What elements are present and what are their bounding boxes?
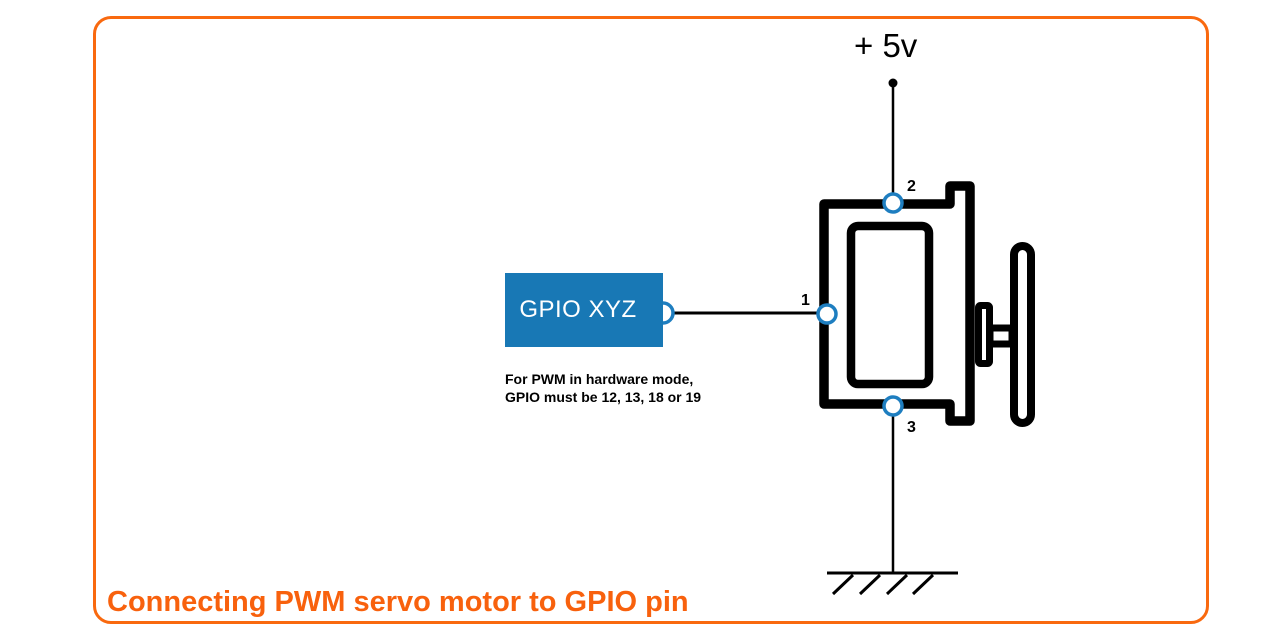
pin-1-label: 1 bbox=[801, 292, 810, 309]
diagram-frame-border bbox=[93, 16, 1209, 624]
diagram-title: Connecting PWM servo motor to GPIO pin bbox=[107, 586, 689, 618]
servo-shaft-mount bbox=[975, 302, 993, 367]
ground-hatch-2 bbox=[858, 573, 882, 596]
gpio-box-label: GPIO XYZ bbox=[519, 296, 637, 323]
servo-body-inner-rect bbox=[846, 221, 934, 389]
servo-shaft bbox=[986, 324, 1016, 348]
pwm-note-line-1: For PWM in hardware mode, bbox=[505, 371, 694, 387]
servo-horn-wheel bbox=[1010, 242, 1035, 427]
pin-2-power-circle bbox=[882, 192, 904, 214]
pin-3-ground-circle bbox=[882, 395, 904, 417]
gpio-box: GPIO XYZ bbox=[505, 273, 663, 347]
power-supply-label: + 5v bbox=[854, 27, 918, 64]
ground-hatch-3 bbox=[885, 573, 909, 596]
pwm-note: For PWM in hardware mode, GPIO must be 1… bbox=[505, 371, 701, 406]
ground-hatch-4 bbox=[911, 573, 935, 596]
pin-1-signal-circle bbox=[816, 303, 838, 325]
pin-3-label: 3 bbox=[907, 419, 916, 436]
pwm-note-line-2: GPIO must be 12, 13, 18 or 19 bbox=[505, 388, 702, 405]
ground-symbol bbox=[827, 571, 958, 596]
ground-hatch-1 bbox=[831, 573, 855, 596]
pin-2-label: 2 bbox=[907, 178, 916, 195]
